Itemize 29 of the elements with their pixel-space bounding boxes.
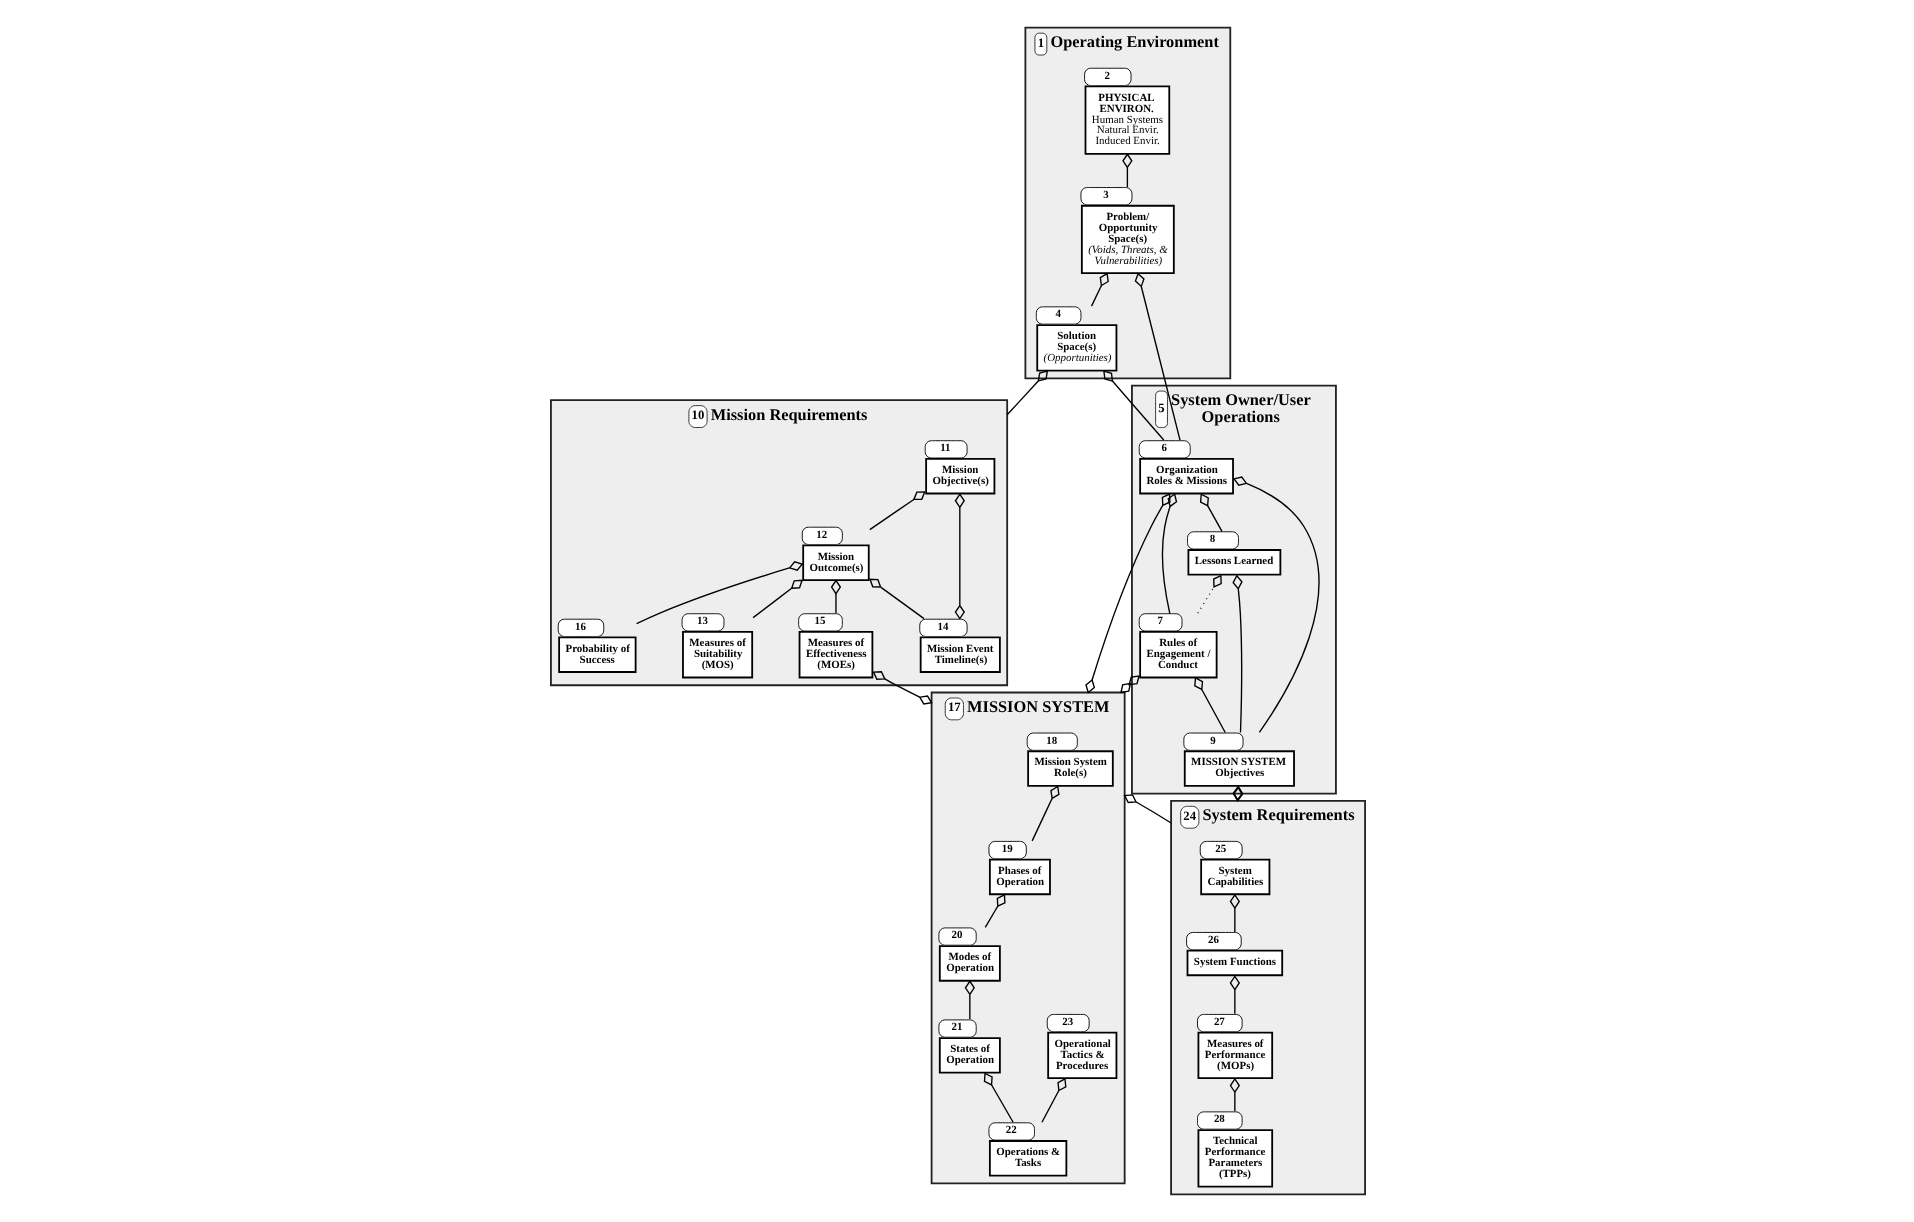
connector bbox=[953, 492, 964, 620]
connector bbox=[1121, 153, 1132, 188]
connector bbox=[1193, 676, 1225, 734]
connector bbox=[1005, 370, 1048, 416]
connector bbox=[1133, 272, 1180, 441]
connector bbox=[634, 561, 803, 625]
connector bbox=[1122, 794, 1171, 824]
connector bbox=[1084, 493, 1170, 694]
connector bbox=[1102, 370, 1164, 441]
connector bbox=[751, 579, 803, 619]
connector bbox=[868, 578, 924, 620]
connector bbox=[1228, 893, 1240, 933]
connector bbox=[1160, 492, 1177, 614]
connector bbox=[1231, 476, 1319, 733]
connector bbox=[982, 1072, 1013, 1123]
connector bbox=[868, 491, 925, 531]
connector bbox=[1228, 975, 1240, 1015]
connector bbox=[1040, 1077, 1066, 1123]
connector bbox=[1228, 1077, 1240, 1112]
connector bbox=[1198, 493, 1222, 533]
connector bbox=[1089, 272, 1108, 307]
connector bbox=[983, 893, 1005, 928]
connector bbox=[1030, 785, 1059, 842]
connector bbox=[1196, 574, 1221, 614]
connector bbox=[871, 671, 932, 705]
connector bbox=[829, 579, 841, 614]
connector bbox=[963, 980, 975, 1020]
connector bbox=[1231, 574, 1242, 734]
connector bbox=[1119, 675, 1139, 694]
